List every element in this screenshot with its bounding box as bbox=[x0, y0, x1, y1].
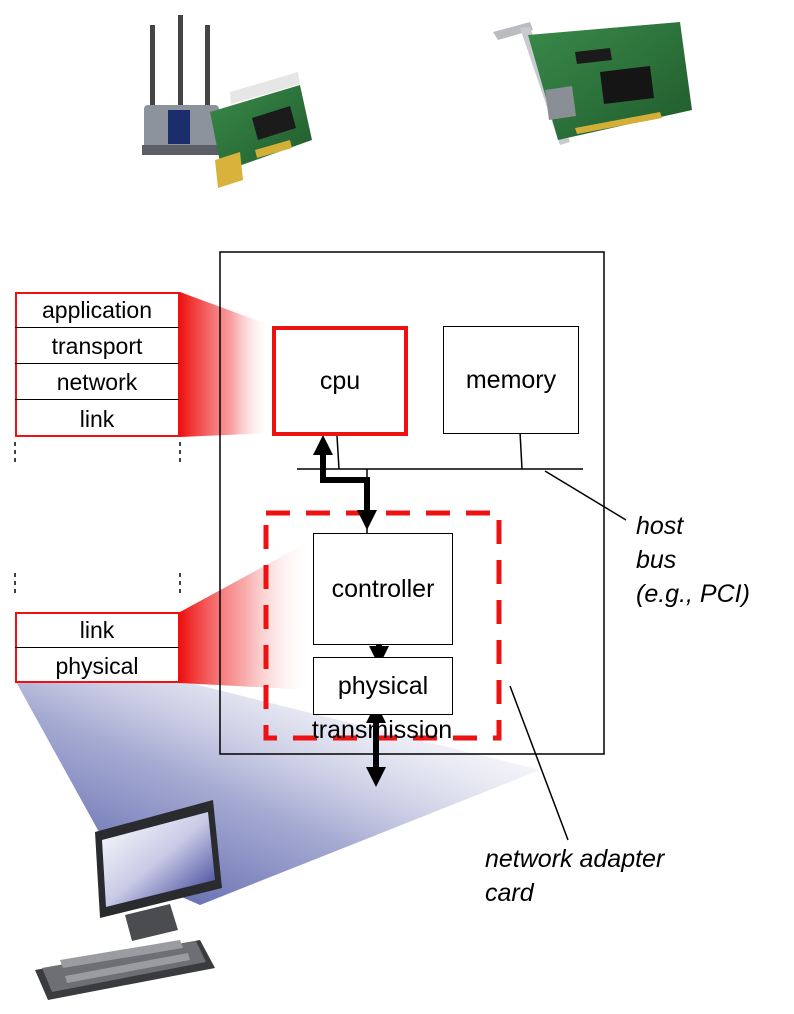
desktop-computer-icon bbox=[35, 800, 222, 1000]
adapter-layer-physical: physical bbox=[55, 653, 139, 679]
cpu-bus-arrow bbox=[313, 435, 377, 530]
adapter-card-outline bbox=[263, 510, 502, 741]
memory-box: memory bbox=[443, 326, 579, 434]
adapter-layer-link: link bbox=[15, 612, 179, 648]
physical-label: physical bbox=[337, 672, 429, 700]
host-bus-annotation: host bus (e.g., PCI) bbox=[636, 509, 750, 611]
adapter-card-line-2: card bbox=[485, 879, 534, 907]
stack-layer-link: link bbox=[79, 406, 115, 432]
controller-label: controller bbox=[331, 574, 435, 603]
adapter-card-line-1: network adapter bbox=[485, 845, 665, 873]
host-stack-projection bbox=[180, 292, 272, 437]
wireless-adapter-card-photo bbox=[142, 15, 312, 188]
adapter-card-leader bbox=[509, 685, 569, 841]
adapter-projection bbox=[15, 680, 540, 905]
stack-layer-network: network bbox=[15, 364, 179, 400]
adapter-stack-projection bbox=[180, 540, 312, 690]
cpu-label: cpu bbox=[319, 366, 361, 395]
cpu-box: cpu bbox=[272, 326, 408, 436]
host-bus-line-1: host bbox=[636, 512, 684, 540]
host-bus-line-2: bus bbox=[636, 546, 677, 574]
ethernet-adapter-card-photo bbox=[493, 22, 692, 145]
adapter-card-annotation: network adapter card bbox=[485, 842, 664, 910]
stack-layer-transport: transport bbox=[15, 328, 179, 364]
memory-label: memory bbox=[465, 365, 557, 394]
host-protocol-stack bbox=[15, 292, 180, 437]
host-bus-leader bbox=[544, 470, 627, 521]
transmission-label: transmission bbox=[311, 716, 453, 744]
host-bus-line-3: (e.g., PCI) bbox=[636, 580, 750, 608]
controller-box: controller bbox=[313, 533, 453, 645]
physical-transmission-box: physical bbox=[313, 657, 453, 715]
host-outline bbox=[219, 251, 605, 755]
stack-layer-application: application bbox=[15, 292, 179, 328]
